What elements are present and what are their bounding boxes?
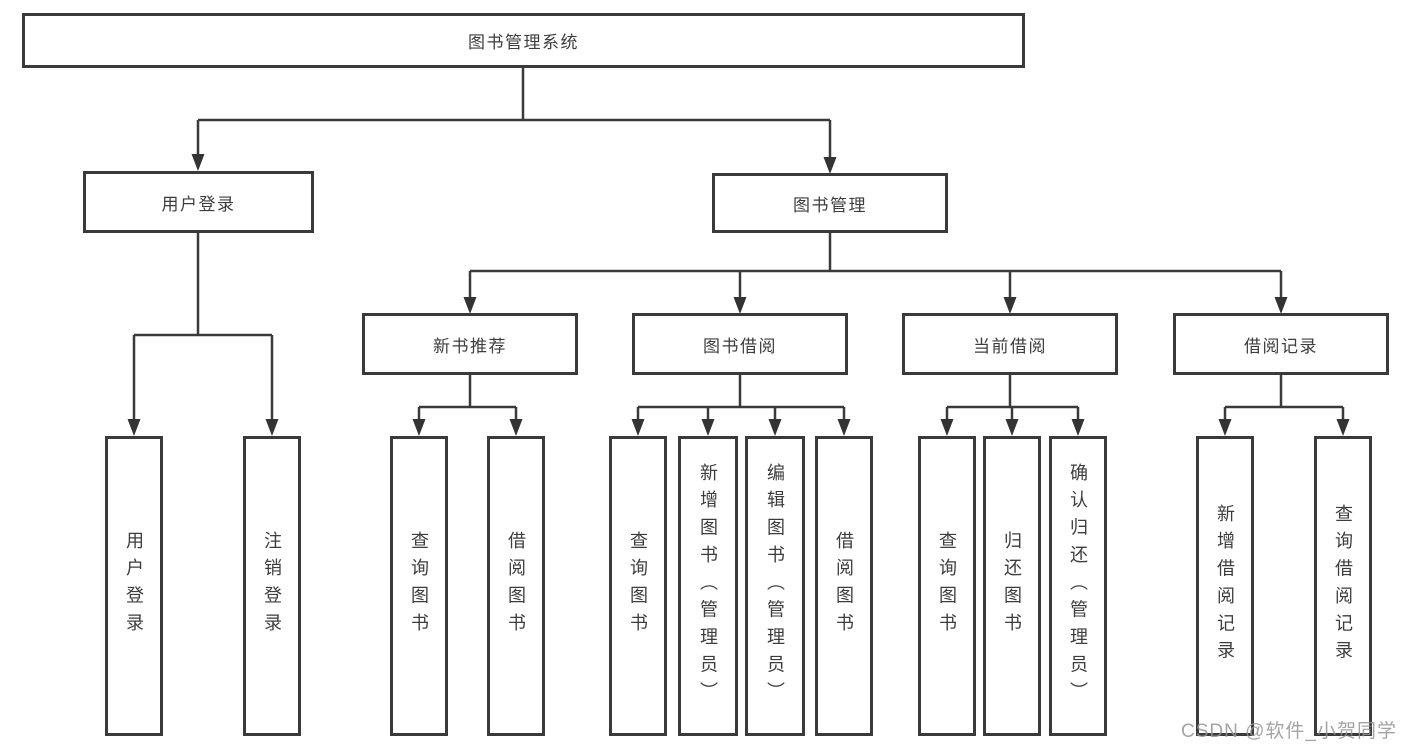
leaf-user-login: 用户登录 xyxy=(105,436,163,736)
leaf-cb-confirm-return: 确认归还（管理员） xyxy=(1049,436,1107,736)
node-borrow-records: 借阅记录 xyxy=(1173,313,1389,375)
node-book-borrow: 图书借阅 xyxy=(632,313,848,375)
leaf-br-query-record: 查询借阅记录 xyxy=(1314,436,1372,736)
leaf-logout-login: 注销登录 xyxy=(243,436,301,736)
leaf-br-add-record: 新增借阅记录 xyxy=(1196,436,1254,736)
node-root: 图书管理系统 xyxy=(22,13,1025,68)
leaf-bb-borrow-books: 借阅图书 xyxy=(815,436,873,736)
node-new-book-rec: 新书推荐 xyxy=(362,313,578,375)
node-user-login: 用户登录 xyxy=(83,171,314,233)
node-book-mgmt: 图书管理 xyxy=(712,173,948,233)
leaf-bb-query-books: 查询图书 xyxy=(609,436,667,736)
csdn-watermark: CSDN @软件_小贺同学 xyxy=(1181,721,1397,742)
leaf-rec-query-books: 查询图书 xyxy=(390,436,448,736)
leaf-bb-add-books: 新增图书（管理员） xyxy=(678,436,738,736)
leaf-rec-borrow-books: 借阅图书 xyxy=(487,436,545,736)
node-current-borrow: 当前借阅 xyxy=(902,313,1118,375)
leaf-cb-query-books: 查询图书 xyxy=(918,436,976,736)
leaf-cb-return-books: 归还图书 xyxy=(983,436,1041,736)
leaf-bb-edit-books: 编辑图书（管理员） xyxy=(745,436,805,736)
